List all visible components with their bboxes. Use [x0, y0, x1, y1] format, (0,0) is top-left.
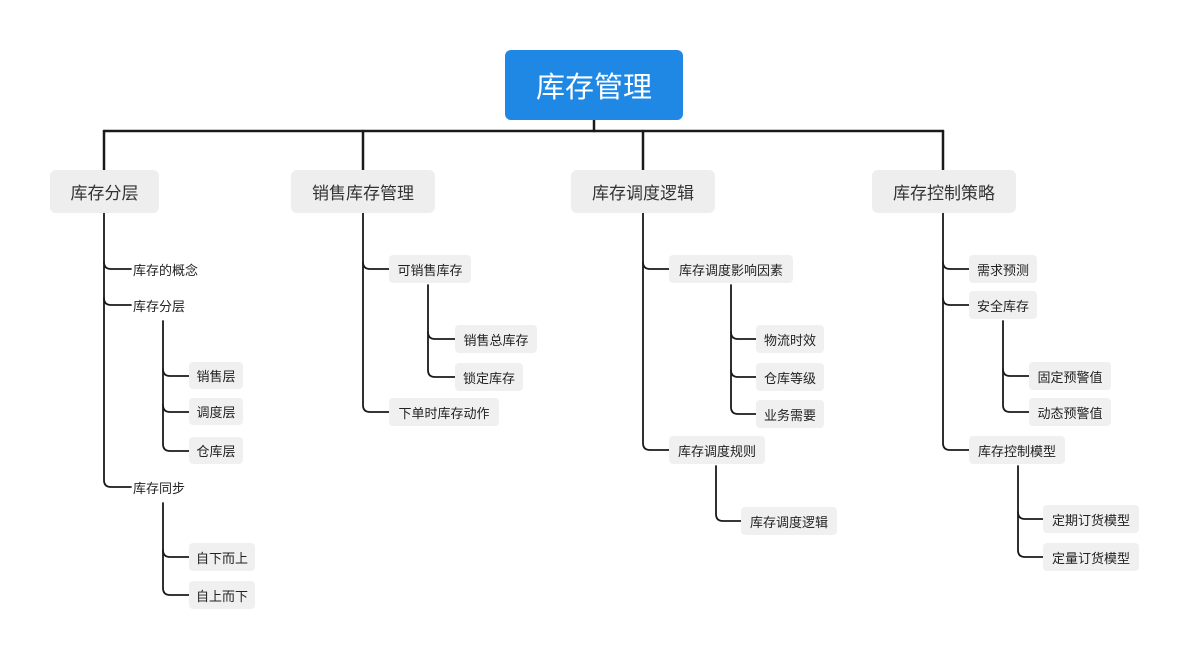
topic-node[interactable]: 库存同步 [133, 481, 186, 497]
subtopic-node[interactable]: 调度层 [189, 398, 243, 425]
connector-b3-c1-g1 [730, 331, 757, 340]
topic-node[interactable]: 库存的概念 [133, 263, 199, 279]
root-node[interactable]: 库存管理 [505, 50, 683, 120]
subtopic-node[interactable]: 定量订货模型 [1043, 543, 1139, 571]
subtopic-node[interactable]: 库存调度逻辑 [741, 507, 837, 535]
branch-node-control-strategy[interactable]: 库存控制策略 [872, 170, 1016, 213]
connector-b1-c3-g1 [162, 549, 190, 558]
connector-b4-c3-g1 [1017, 511, 1044, 520]
subtopic-node[interactable]: 动态预警值 [1029, 398, 1111, 426]
topic-node[interactable]: 安全库存 [969, 291, 1037, 319]
subtopic-node[interactable]: 仓库层 [189, 437, 243, 464]
connector-b4-c1 [942, 261, 970, 270]
subtopic-node[interactable]: 仓库等级 [756, 363, 824, 391]
topic-node[interactable]: 库存调度影响因素 [669, 255, 793, 283]
connector-b1-c1 [103, 261, 132, 270]
connector-b3-c1-spine [730, 284, 757, 415]
connector-b1-c2 [103, 297, 132, 306]
connector-b2-c1-g1 [427, 331, 456, 340]
topic-node[interactable]: 库存分层 [133, 299, 186, 315]
branch-node-inventory-layers[interactable]: 库存分层 [50, 170, 159, 213]
subtopic-node[interactable]: 锁定库存 [455, 363, 523, 391]
topic-node[interactable]: 可销售库存 [389, 255, 471, 283]
connector-b2-spine [362, 212, 390, 413]
connector-b3-c2-spine [715, 465, 742, 522]
connector-b1-c2-spine [162, 320, 190, 452]
connector-b1-c2-g2 [162, 404, 190, 413]
connector-b4-c2-g1 [1002, 368, 1030, 377]
connector-b4-c2-spine [1002, 320, 1030, 413]
subtopic-node[interactable]: 固定预警值 [1029, 362, 1111, 390]
subtopic-node[interactable]: 销售总库存 [455, 325, 537, 353]
subtopic-node[interactable]: 定期订货模型 [1043, 505, 1139, 533]
subtopic-node[interactable]: 销售层 [189, 362, 243, 389]
topic-node[interactable]: 库存控制模型 [969, 436, 1065, 464]
topic-node[interactable]: 库存调度规则 [669, 436, 765, 464]
subtopic-node[interactable]: 物流时效 [756, 325, 824, 353]
connector-b1-c2-g1 [162, 368, 190, 377]
connector-b1-c3-spine [162, 502, 190, 596]
subtopic-node[interactable]: 自下而上 [189, 543, 255, 571]
subtopic-node[interactable]: 自上而下 [189, 581, 255, 609]
subtopic-node[interactable]: 业务需要 [756, 400, 824, 428]
connector-b3-c1-g2 [730, 369, 757, 378]
topic-node[interactable]: 需求预测 [969, 255, 1037, 283]
connector-b3-spine [642, 212, 670, 451]
branch-node-sales-inventory[interactable]: 销售库存管理 [291, 170, 435, 213]
connector-b4-spine [942, 212, 970, 451]
connector-b4-c3-spine [1017, 465, 1044, 558]
connector-b3-c1 [642, 261, 670, 270]
connector-b1-spine [103, 212, 132, 488]
branch-node-dispatch-logic[interactable]: 库存调度逻辑 [571, 170, 715, 213]
connector-b4-c2 [942, 297, 970, 306]
connector-b2-c1-spine [427, 284, 456, 378]
topic-node[interactable]: 下单时库存动作 [389, 398, 499, 426]
connector-b2-c1 [362, 261, 390, 270]
